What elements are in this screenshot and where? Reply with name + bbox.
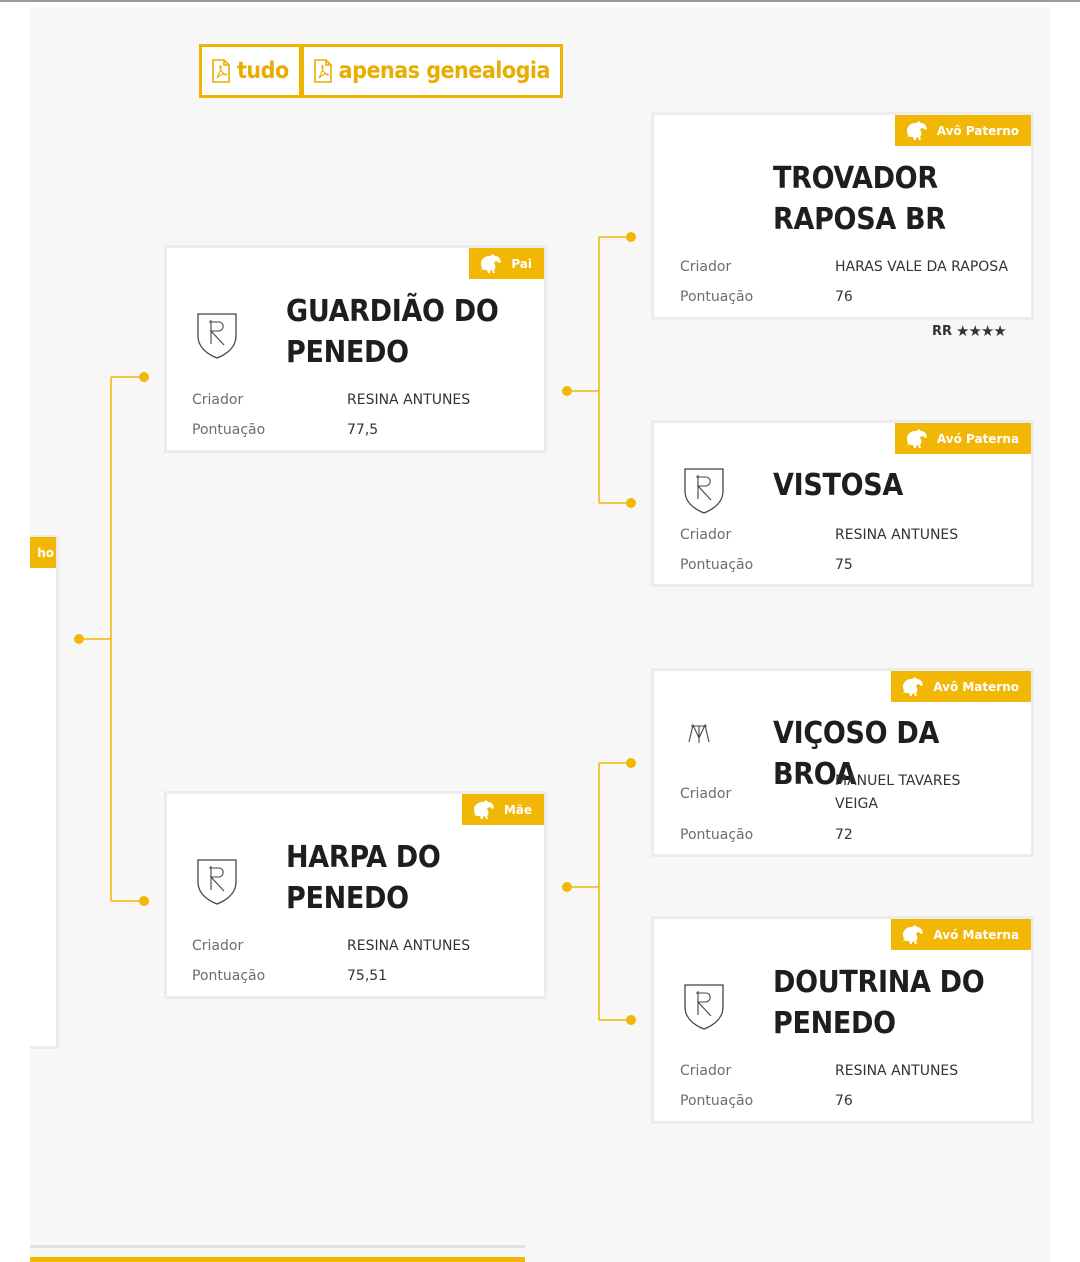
maternal-grandmother-card[interactable]: Avó Materna DOUTRINA DO PENEDO Criador R… (651, 916, 1034, 1124)
breeder-label: Criador (680, 1063, 732, 1079)
score-label: Pontuação (680, 1093, 754, 1109)
mother-breeder: RESINA ANTUNES (347, 938, 471, 954)
pdf-icon (313, 59, 332, 83)
maternal-grandmother-score: 76 (835, 1093, 853, 1109)
paternal-grandfather-badge: Avô Paterno (894, 115, 1031, 146)
breeder-label: Criador (192, 938, 244, 954)
maternal-grandfather-score: 72 (835, 827, 853, 843)
score-label: Pontuação (680, 827, 754, 843)
maternal-grandmother-name: DOUTRINA DO PENEDO (773, 965, 985, 1041)
paternal-grandmother-breeder: RESINA ANTUNES (835, 527, 959, 543)
score-label: Pontuação (192, 422, 266, 438)
top-divider (0, 0, 1080, 2)
rating: RR ★★★★ (932, 322, 1007, 340)
download-all-label: tudo (237, 58, 289, 84)
score-label: Pontuação (680, 289, 754, 305)
horse-icon (902, 676, 924, 696)
father-badge: Pai (469, 248, 544, 279)
offspring-card[interactable] (30, 535, 59, 1049)
maternal-grandmother-breeder: RESINA ANTUNES (835, 1063, 959, 1079)
download-buttons: tudo apenas genealogia (199, 44, 563, 98)
offspring-badge: ho (30, 537, 56, 568)
r-shield-logo (197, 313, 237, 359)
maternal-grandfather-name: VIÇOSO DA BROA (773, 716, 940, 792)
breeder-label: Criador (192, 392, 244, 408)
paternal-grandfather-score: 76 (835, 289, 853, 305)
horse-icon (480, 253, 502, 273)
bottom-accent-bar (30, 1257, 525, 1262)
horse-icon (472, 799, 494, 819)
maternal-grandfather-badge: Avô Materno (891, 671, 1031, 702)
breeder-label: Criador (680, 259, 732, 275)
score-label: Pontuação (192, 968, 266, 984)
download-all-button[interactable]: tudo (199, 44, 302, 98)
r-shield-logo (197, 859, 237, 905)
paternal-grandfather-name: TROVADOR RAPOSA BR (773, 161, 946, 237)
rating-stars: ★★★★ (956, 322, 1007, 340)
paternal-grandfather-breeder: HARAS VALE DA RAPOSA (835, 259, 1009, 275)
paternal-grandmother-badge: Avó Paterna (894, 423, 1031, 454)
score-label: Pontuação (680, 557, 754, 573)
breeder-label: Criador (680, 527, 732, 543)
breeder-label: Criador (680, 786, 732, 802)
download-genealogy-label: apenas genealogia (338, 58, 551, 84)
paternal-grandmother-card[interactable]: Avó Paterna VISTOSA Criador RESINA ANTUN… (651, 420, 1034, 587)
pdf-icon (212, 59, 230, 83)
rating-label: RR (932, 323, 953, 339)
mother-card[interactable]: Mãe HARPA DO PENEDO Criador RESINA ANTUN… (164, 791, 547, 999)
mother-name: HARPA DO PENEDO (286, 840, 441, 916)
horse-icon (902, 924, 924, 944)
download-genealogy-button[interactable]: apenas genealogia (300, 44, 563, 98)
paternal-grandmother-score: 75 (835, 557, 853, 573)
horse-icon (905, 428, 927, 448)
r-shield-logo (684, 984, 724, 1030)
father-name: GUARDIÃO DO PENEDO (286, 294, 499, 370)
father-breeder: RESINA ANTUNES (347, 392, 471, 408)
father-score: 77,5 (347, 422, 379, 438)
horse-icon (905, 120, 927, 140)
bottom-divider (30, 1245, 525, 1248)
maternal-grandfather-card[interactable]: Avô Materno VIÇOSO DA BROA Criador MANUE… (651, 668, 1034, 857)
mt-monogram-logo (688, 723, 710, 743)
maternal-grandmother-badge: Avó Materna (891, 919, 1031, 950)
paternal-grandmother-name: VISTOSA (773, 468, 903, 503)
maternal-grandfather-breeder: MANUEL TAVARES VEIGA (835, 773, 961, 812)
r-shield-logo (684, 468, 724, 514)
paternal-grandfather-card[interactable]: Avô Paterno TROVADOR RAPOSA BR Criador H… (651, 112, 1034, 320)
mother-score: 75,51 (347, 968, 388, 984)
father-card[interactable]: Pai GUARDIÃO DO PENEDO Criador RESINA AN… (164, 245, 547, 453)
mother-badge: Mãe (461, 794, 544, 825)
